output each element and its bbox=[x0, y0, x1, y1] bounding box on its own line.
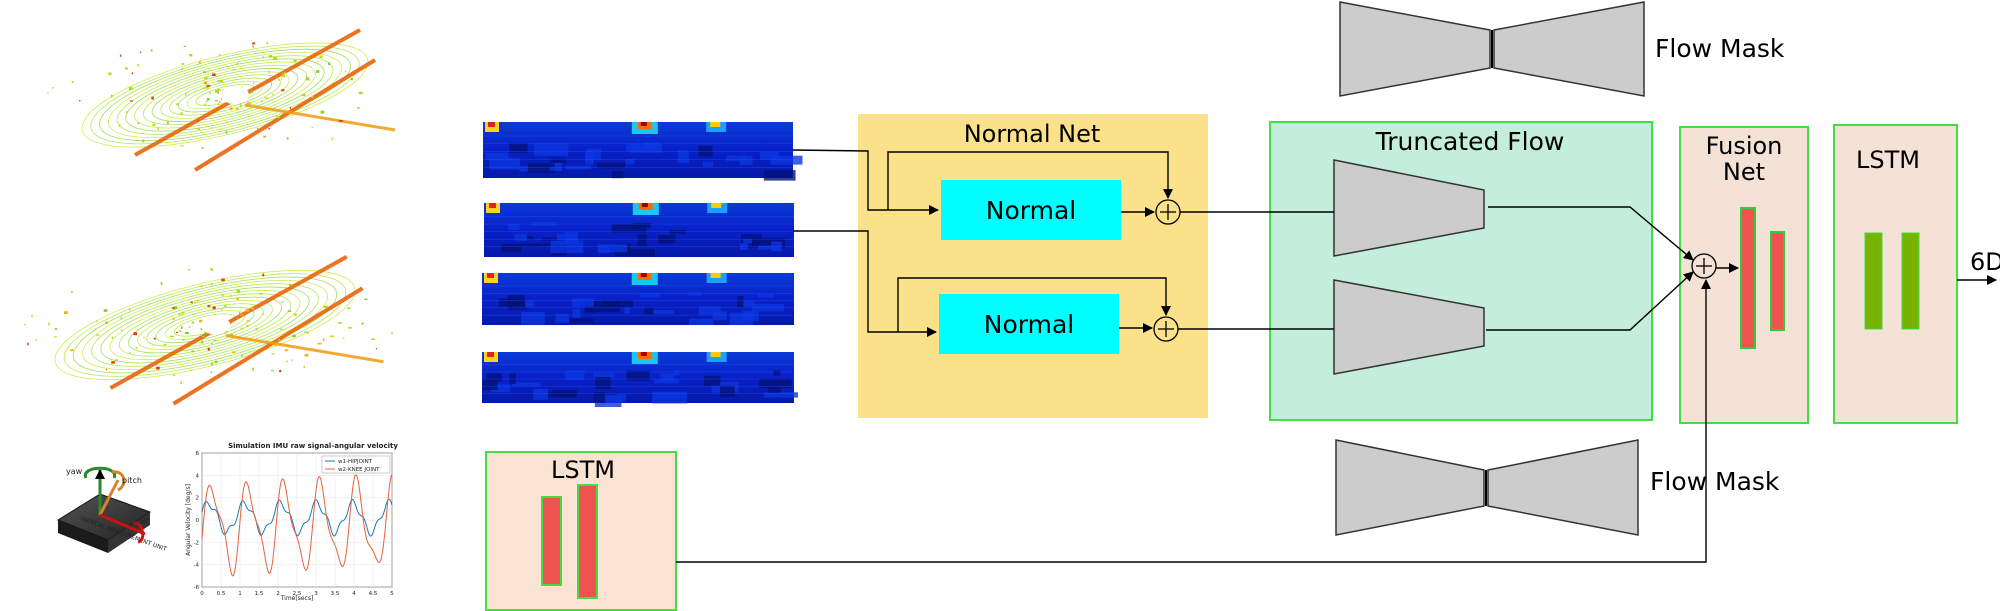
normal-block-bottom bbox=[939, 294, 1119, 354]
imu-xtick-label: 1 bbox=[238, 591, 242, 597]
fusion-bar-1 bbox=[1740, 207, 1756, 349]
imu-xtick-label: 3 bbox=[314, 591, 318, 597]
output-label: 6D bbox=[1970, 248, 2000, 276]
depth-image-2 bbox=[484, 203, 794, 257]
imu-plot-title: Simulation IMU raw signal-angular veloci… bbox=[228, 442, 398, 450]
imu-xlabel: Time[secs] bbox=[280, 595, 314, 602]
truncated-flow-title: Truncated Flow bbox=[1375, 127, 1565, 156]
imu-signal-plot: Simulation IMU raw signal-angular veloci… bbox=[185, 442, 398, 602]
imu-ylabel: Angular Velocity [deg/s] bbox=[185, 484, 192, 556]
lstm-right-bar-1 bbox=[1864, 232, 1883, 330]
pitch-label: pitch bbox=[122, 476, 142, 485]
truncated-encoder-bottom bbox=[1333, 279, 1485, 375]
imu-ytick-label: -6 bbox=[194, 585, 200, 591]
imu-ytick-label: 6 bbox=[196, 451, 200, 457]
imu-plot-yticks: -6 -4 -2 0 2 4 6 bbox=[194, 451, 200, 591]
fusion-net-title-line1: Fusion bbox=[1706, 132, 1783, 160]
flow-mask-top-label: Flow Mask bbox=[1655, 34, 1785, 63]
connections bbox=[676, 149, 1997, 563]
flow-mask-top bbox=[1339, 1, 1645, 97]
imu-xtick-label: 4.5 bbox=[369, 591, 378, 597]
legend-knee: w2-KNEE JOINT bbox=[338, 467, 380, 473]
flow-mask-bottom-label: Flow Mask bbox=[1650, 467, 1780, 496]
imu-xtick-label: 2 bbox=[276, 591, 280, 597]
imu-ytick-label: -2 bbox=[194, 540, 199, 546]
legend-hip: w1-HIPJOINT bbox=[338, 459, 373, 465]
imu-xtick-label: 0.5 bbox=[217, 591, 226, 597]
imu-ytick-label: -4 bbox=[194, 563, 200, 569]
imu-xtick-label: 5 bbox=[390, 591, 394, 597]
lidar-pointcloud-image-1 bbox=[47, 28, 396, 172]
imu-xtick-label: 0 bbox=[200, 591, 204, 597]
normal-net-title: Normal Net bbox=[964, 120, 1101, 148]
fusion-bar-2 bbox=[1770, 231, 1785, 331]
imu-ytick-label: 4 bbox=[196, 473, 200, 479]
imu-ytick-label: 0 bbox=[196, 518, 200, 524]
lstm-left-bar-2 bbox=[577, 484, 598, 599]
yaw-label: yaw bbox=[66, 467, 83, 476]
imu-ytick-label: 2 bbox=[196, 496, 200, 502]
lidar-pointcloud-image-2 bbox=[24, 255, 393, 406]
depth-image-3 bbox=[482, 273, 794, 325]
imu-chip-image: INERTIAL MEASUREMENT UNIT yaw pitch roll bbox=[56, 466, 168, 553]
sum-node-fusion bbox=[1691, 253, 1717, 279]
imu-xtick-label: 1.5 bbox=[255, 591, 264, 597]
imu-legend bbox=[321, 455, 391, 474]
imu-series-hip bbox=[201, 498, 393, 537]
normal-block-top bbox=[941, 180, 1121, 240]
imu-series-knee bbox=[201, 473, 393, 577]
lstm-left-label: LSTM bbox=[551, 456, 615, 484]
lstm-left-bar-1 bbox=[541, 496, 562, 586]
depth-images bbox=[482, 122, 803, 407]
flow-mask-bottom bbox=[1335, 439, 1639, 536]
truncated-flow-panel bbox=[1269, 121, 1653, 421]
depth-image-4 bbox=[482, 352, 798, 407]
normal-block-bottom-label: Normal bbox=[984, 310, 1074, 339]
normal-net-panel bbox=[858, 114, 1208, 418]
roll-label: roll bbox=[135, 517, 147, 526]
truncated-encoder-top bbox=[1333, 159, 1485, 257]
imu-xtick-label: 2.5 bbox=[293, 591, 302, 597]
imu-xtick-label: 3.5 bbox=[331, 591, 340, 597]
lstm-panel-right bbox=[1833, 124, 1958, 424]
normal-block-top-label: Normal bbox=[986, 196, 1076, 225]
imu-xtick-label: 4 bbox=[352, 591, 356, 597]
lstm-right-label: LSTM bbox=[1856, 146, 1920, 174]
lstm-right-bar-2 bbox=[1901, 232, 1920, 330]
depth-image-1 bbox=[483, 122, 803, 181]
imu-plot-xticks: 0 0.5 1 1.5 2 2.5 3 3.5 4 4.5 5 bbox=[200, 591, 394, 597]
fusion-net-title-line2: Net bbox=[1723, 158, 1765, 186]
